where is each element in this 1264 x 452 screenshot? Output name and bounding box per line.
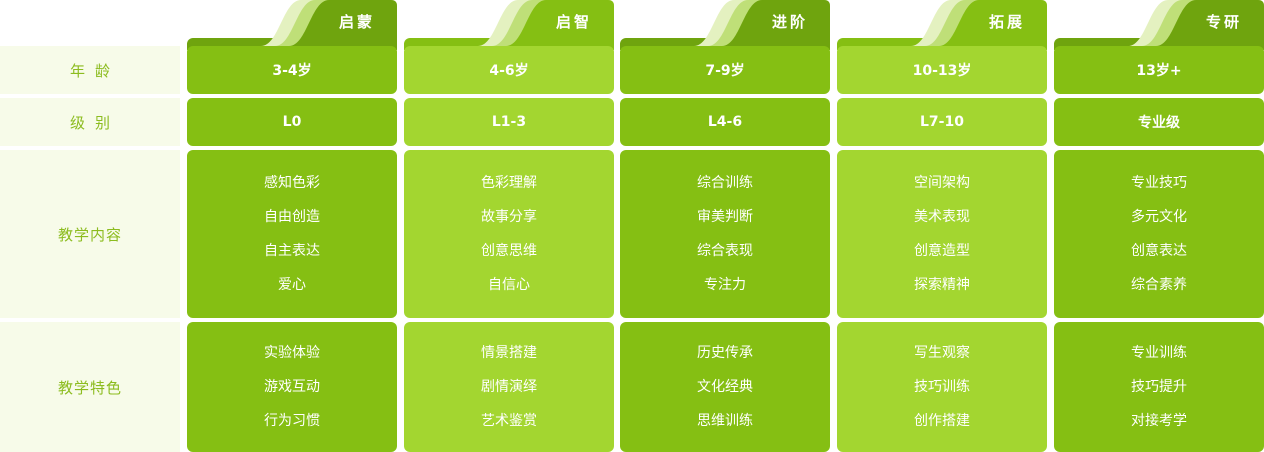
tab-shape [1128,0,1264,46]
tab-shape [694,0,830,46]
content-item: 创意表达 [1131,243,1187,259]
feature-item: 创作搭建 [914,413,970,429]
level-value: L7-10 [920,114,964,130]
row-label-level: 级别 [0,98,180,146]
feature-item: 艺术鉴赏 [481,413,537,429]
tab: 进阶 [694,0,830,46]
content-cell: 感知色彩 自由创造 自主表达 爱心 [187,150,397,318]
content-item: 爱心 [278,277,306,293]
level-name: 启智 [555,13,592,31]
level-name: 拓展 [988,13,1025,31]
tab: 启蒙 [261,0,397,46]
features-cell: 历史传承 文化经典 思维训练 [620,322,830,452]
age-cell: 13岁+ [1054,46,1264,94]
features-cell: 情景搭建 剧情演绎 艺术鉴赏 [404,322,614,452]
content-item: 色彩理解 [481,175,537,191]
tab-shape [261,0,397,46]
features-cell: 实验体验 游戏互动 行为习惯 [187,322,397,452]
age-value: 10-13岁 [912,63,972,79]
content-item: 自信心 [488,277,530,293]
feature-item: 情景搭建 [481,345,537,361]
row-label-age: 年龄 [0,46,180,94]
features-cell: 专业训练 技巧提升 对接考学 [1054,322,1264,452]
feature-item: 技巧训练 [914,379,970,395]
content-item: 自由创造 [264,209,320,225]
content-cell: 空间架构 美术表现 创意造型 探索精神 [837,150,1047,318]
tab-shape [478,0,614,46]
content-item: 综合素养 [1131,277,1187,293]
features-cell: 写生观察 技巧训练 创作搭建 [837,322,1047,452]
feature-item: 历史传承 [697,345,753,361]
age-cell: 3-4岁 [187,46,397,94]
content-item: 故事分享 [481,209,537,225]
feature-item: 技巧提升 [1131,379,1187,395]
column-qizhi: 启智 4-6岁 L1-3 色彩理解 故事分享 创意思维 自信心 情景搭建 剧情演… [404,0,614,452]
level-name: 启蒙 [338,13,375,31]
age-cell: 10-13岁 [837,46,1047,94]
feature-item: 写生观察 [914,345,970,361]
content-item: 综合表现 [697,243,753,259]
age-value: 13岁+ [1136,63,1182,79]
column-qimeng: 启蒙 3-4岁 L0 感知色彩 自由创造 自主表达 爱心 实验体验 游戏互动 行… [187,0,397,452]
level-value: L1-3 [491,114,527,130]
feature-item: 专业训练 [1131,345,1187,361]
content-cell: 综合训练 审美判断 综合表现 专注力 [620,150,830,318]
content-item: 自主表达 [264,243,320,259]
column-jinjie: 进阶 7-9岁 L4-6 综合训练 审美判断 综合表现 专注力 历史传承 文化经… [620,0,830,452]
level-value: 专业级 [1138,115,1180,131]
content-item: 空间架构 [914,175,970,191]
feature-item: 思维训练 [697,413,753,429]
age-cell: 4-6岁 [404,46,614,94]
content-item: 综合训练 [697,175,753,191]
tab-shape [911,0,1047,46]
content-item: 探索精神 [914,277,970,293]
content-item: 美术表现 [914,209,970,225]
content-item: 专业技巧 [1131,175,1187,191]
feature-item: 文化经典 [697,379,753,395]
content-item: 创意造型 [914,243,970,259]
age-value: 7-9岁 [705,63,745,79]
level-cell: L4-6 [620,98,830,146]
age-cell: 7-9岁 [620,46,830,94]
tab: 启智 [478,0,614,46]
feature-item: 游戏互动 [264,379,320,395]
content-item: 创意思维 [481,243,537,259]
feature-item: 实验体验 [264,345,320,361]
feature-item: 对接考学 [1131,413,1187,429]
row-label-features: 教学特色 [0,322,180,452]
content-cell: 色彩理解 故事分享 创意思维 自信心 [404,150,614,318]
level-cell: L7-10 [837,98,1047,146]
column-tuozhan: 拓展 10-13岁 L7-10 空间架构 美术表现 创意造型 探索精神 写生观察… [837,0,1047,452]
level-value: L0 [282,114,302,130]
level-cell: 专业级 [1054,98,1264,146]
row-label-content: 教学内容 [0,150,180,318]
tab: 专研 [1128,0,1264,46]
level-name: 进阶 [771,13,808,31]
content-cell: 专业技巧 多元文化 创意表达 综合素养 [1054,150,1264,318]
age-value: 4-6岁 [489,63,529,79]
content-item: 感知色彩 [264,175,320,191]
level-cell: L0 [187,98,397,146]
feature-item: 行为习惯 [264,413,320,429]
tab: 拓展 [911,0,1047,46]
content-item: 多元文化 [1131,209,1187,225]
content-item: 专注力 [704,277,746,293]
age-value: 3-4岁 [272,63,312,79]
level-name: 专研 [1205,13,1242,31]
column-zhuanyan: 专研 13岁+ 专业级 专业技巧 多元文化 创意表达 综合素养 专业训练 技巧提… [1054,0,1264,452]
feature-item: 剧情演绎 [481,379,537,395]
content-item: 审美判断 [697,209,753,225]
level-cell: L1-3 [404,98,614,146]
level-value: L4-6 [707,114,743,130]
